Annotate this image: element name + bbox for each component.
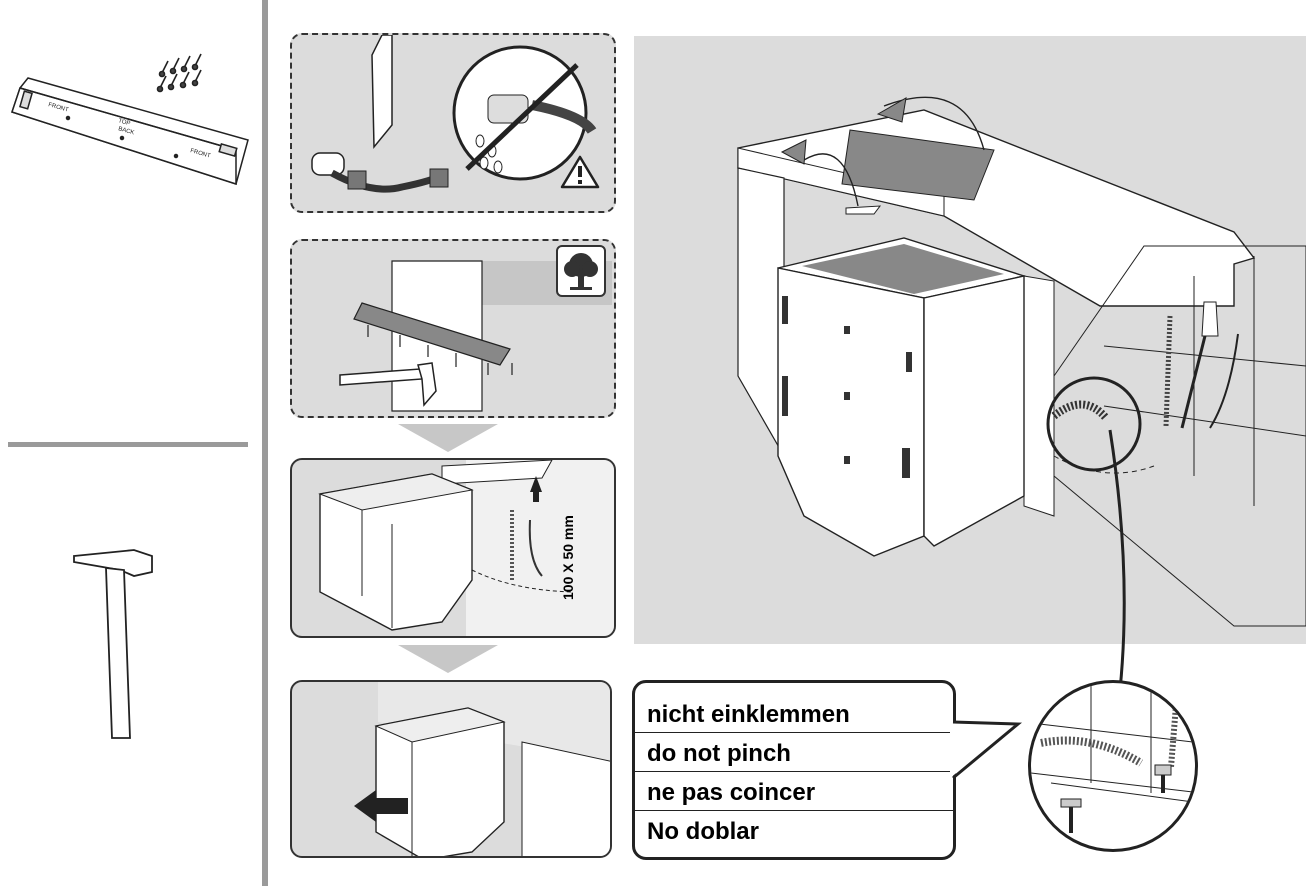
rail-label-front-2: FRONT [189, 148, 211, 160]
warning-icon [560, 155, 600, 189]
arrow-down-icon-2 [398, 645, 498, 673]
step-panel-cutout: 100 X 50 mm [290, 458, 616, 638]
push-arrow-icon [354, 790, 408, 822]
zoom-detail [1028, 680, 1198, 852]
step-panel-rail [290, 239, 616, 418]
callout-pointer [950, 720, 1023, 780]
rail-label-back: BACK [117, 126, 134, 136]
leader-line [1108, 429, 1126, 691]
parts-panel: FRONT TOP BACK FRONT [11, 53, 249, 186]
step-panel-water [290, 33, 616, 213]
main-illustration [634, 36, 1306, 644]
mounting-rail-icon [11, 77, 249, 186]
callout-divider [635, 732, 953, 733]
rail-label-top: TOP [117, 118, 130, 127]
callout-text-fr: ne pas coincer [647, 779, 816, 806]
callout-divider [635, 810, 953, 811]
cutout-dimension: 100 X 50 mm [560, 515, 576, 600]
eco-tree-icon [556, 245, 606, 297]
callout-text-en: do not pinch [647, 740, 791, 767]
callout-text-de: nicht einklemmen [647, 701, 850, 728]
callout-divider [635, 771, 953, 772]
warning-callout: nicht einklemmen do not pinch ne pas coi… [632, 680, 956, 860]
no-leak-icon [452, 45, 597, 181]
rail-label-front: FRONT [47, 102, 69, 114]
vertical-divider [262, 0, 268, 886]
arrow-down-icon [398, 424, 498, 452]
step-panel-insert [290, 680, 612, 858]
horizontal-divider [8, 442, 248, 447]
hammer-icon [73, 549, 153, 739]
callout-text-es: No doblar [647, 818, 759, 845]
screws-icon [156, 53, 202, 93]
